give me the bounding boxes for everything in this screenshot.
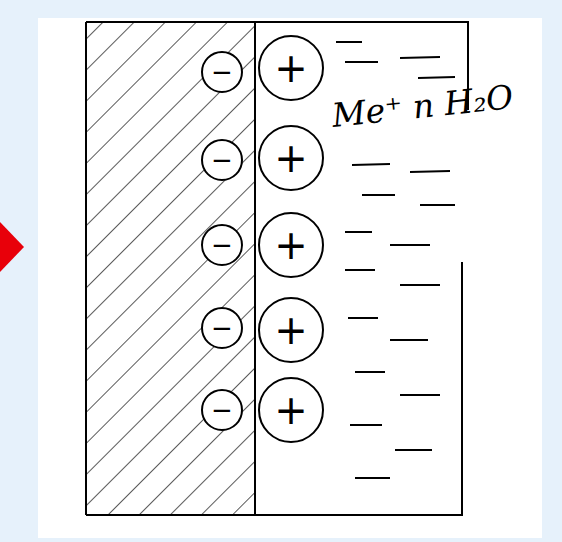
charge-sign: + bbox=[274, 225, 308, 265]
minus-ion-circle: − bbox=[200, 306, 244, 350]
cation-circle: + bbox=[257, 211, 325, 279]
minus-ion-circle: − bbox=[200, 223, 244, 267]
minus-ion-circle: − bbox=[200, 388, 244, 432]
ion-label: Me⁺ n H₂O bbox=[330, 77, 515, 135]
charge-sign: − bbox=[211, 147, 233, 173]
red-arrow bbox=[0, 222, 24, 272]
charge-sign: − bbox=[211, 315, 233, 341]
charge-sign: + bbox=[274, 138, 308, 178]
charge-sign: − bbox=[211, 59, 233, 85]
cation-circle: + bbox=[257, 376, 325, 444]
charge-sign: + bbox=[274, 48, 308, 88]
charge-sign: + bbox=[274, 390, 308, 430]
cation-circle: + bbox=[257, 296, 325, 364]
cation-circle: + bbox=[257, 34, 325, 102]
charge-sign: − bbox=[211, 232, 233, 258]
charge-sign: + bbox=[274, 310, 308, 350]
metal-hatching bbox=[86, 22, 255, 515]
cation-circle: + bbox=[257, 124, 325, 192]
minus-ion-circle: − bbox=[200, 138, 244, 182]
charge-sign: − bbox=[211, 397, 233, 423]
minus-ion-circle: − bbox=[200, 50, 244, 94]
